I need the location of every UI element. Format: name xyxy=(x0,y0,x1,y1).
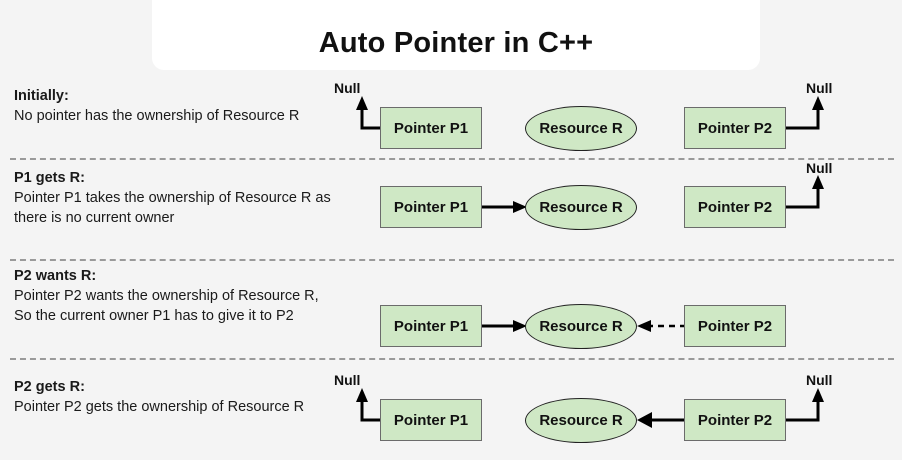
null-label-p1: Null xyxy=(334,372,361,388)
null-label-p2: Null xyxy=(806,372,833,388)
diagram-p2-gets-r: Null Pointer P1 Resource R Pointer P2 Nu… xyxy=(320,363,902,460)
p2-null-connector-icon xyxy=(786,96,824,130)
step-body: Pointer P2 gets the ownership of Resourc… xyxy=(14,399,305,415)
row-divider-1 xyxy=(10,158,894,160)
step-description-p2-gets-r: P2 gets R: Pointer P2 gets the ownership… xyxy=(14,377,334,417)
p1-owns-resource-arrow-icon xyxy=(482,201,527,213)
step-body: No pointer has the ownership of Resource… xyxy=(14,108,300,124)
p1-owns-resource-arrow-icon xyxy=(482,320,527,332)
step-row-p2-gets-r: P2 gets R: Pointer P2 gets the ownership… xyxy=(0,363,902,460)
node-pointer-p2[interactable]: Pointer P2 xyxy=(684,186,786,228)
node-pointer-p1[interactable]: Pointer P1 xyxy=(380,399,482,441)
step-headline: Initially: xyxy=(14,88,69,104)
node-pointer-p2[interactable]: Pointer P2 xyxy=(684,399,786,441)
step-body: Pointer P1 takes the ownership of Resour… xyxy=(14,190,331,226)
diagram-p2-wants-r: Pointer P1 Resource R Pointer P2 xyxy=(320,260,902,363)
step-headline: P2 gets R: xyxy=(14,379,85,395)
step-description-p2-wants-r: P2 wants R: Pointer P2 wants the ownersh… xyxy=(14,266,334,326)
step-description-initially: Initially: No pointer has the ownership … xyxy=(14,86,334,126)
node-resource-r[interactable]: Resource R xyxy=(525,398,637,443)
p2-null-connector-icon xyxy=(786,388,824,422)
p2-null-connector-icon xyxy=(786,175,824,209)
row-divider-2 xyxy=(10,259,894,261)
null-label-p2: Null xyxy=(806,160,833,176)
diagram-initially: Null Pointer P1 Resource R Pointer P2 Nu… xyxy=(320,0,902,160)
step-headline: P2 wants R: xyxy=(14,268,97,284)
step-description-p1-gets-r: P1 gets R: Pointer P1 takes the ownershi… xyxy=(14,168,334,228)
page-title: Auto Pointer in C++ xyxy=(318,27,594,59)
node-pointer-p2[interactable]: Pointer P2 xyxy=(684,107,786,149)
title-banner: Auto Pointer in C++ xyxy=(152,0,760,70)
row-divider-3 xyxy=(10,358,894,360)
step-headline: P1 gets R: xyxy=(14,170,85,186)
node-resource-r[interactable]: Resource R xyxy=(525,185,637,230)
p2-wants-resource-dashed-arrow-icon xyxy=(637,320,686,332)
diagram-p1-gets-r: Pointer P1 Resource R Pointer P2 Null xyxy=(320,160,902,260)
node-pointer-p1[interactable]: Pointer P1 xyxy=(380,186,482,228)
step-row-initially: Initially: No pointer has the ownership … xyxy=(0,0,902,160)
node-pointer-p1[interactable]: Pointer P1 xyxy=(380,107,482,149)
node-resource-r[interactable]: Resource R xyxy=(525,106,637,151)
node-pointer-p2[interactable]: Pointer P2 xyxy=(684,305,786,347)
step-body: Pointer P2 wants the ownership of Resour… xyxy=(14,288,319,324)
node-resource-r[interactable]: Resource R xyxy=(525,304,637,349)
p2-owns-resource-arrow-icon xyxy=(637,412,686,428)
node-pointer-p1[interactable]: Pointer P1 xyxy=(380,305,482,347)
null-label-p2: Null xyxy=(806,80,833,96)
null-label-p1: Null xyxy=(334,80,361,96)
step-row-p1-gets-r: P1 gets R: Pointer P1 takes the ownershi… xyxy=(0,160,902,261)
step-row-p2-wants-r: P2 wants R: Pointer P2 wants the ownersh… xyxy=(0,260,902,363)
